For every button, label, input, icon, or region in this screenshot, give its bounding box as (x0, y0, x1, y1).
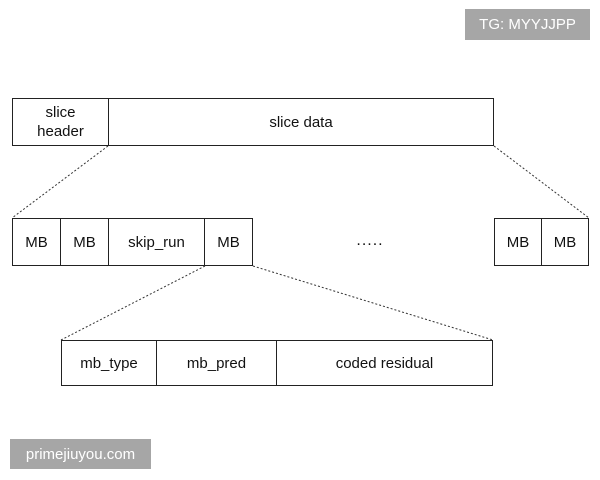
slice-header-box: slice header (12, 98, 109, 146)
mb-label: MB (25, 233, 48, 251)
mb-type-box: mb_type (61, 340, 157, 386)
mb-label: MB (217, 233, 240, 251)
slice-data-label: slice data (269, 113, 333, 131)
mb-box-4: MB (494, 218, 542, 266)
watermark-bottom: primejiuyou.com (10, 439, 151, 469)
coded-residual-box: coded residual (277, 340, 493, 386)
connector-slice-left (11, 145, 109, 219)
skip-run-box: skip_run (109, 218, 205, 266)
mb-box-3: MB (205, 218, 253, 266)
mb-label: MB (506, 233, 530, 251)
coded-residual-label: coded residual (335, 354, 434, 372)
mb-type-label: mb_type (80, 354, 138, 372)
mb-pred-label: mb_pred (186, 354, 247, 372)
slice-data-box: slice data (109, 98, 494, 146)
mb-box-5: MB (542, 218, 589, 266)
mb-label: MB (553, 233, 577, 251)
mb-pred-box: mb_pred (157, 340, 277, 386)
connector-slice-right (493, 145, 590, 219)
slice-header-label: slice header (37, 104, 84, 140)
connector-mb-left (60, 265, 206, 341)
mb-box-2: MB (61, 218, 109, 266)
mb-label: MB (73, 233, 96, 251)
skip-run-label: skip_run (128, 233, 185, 251)
ellipsis: ..... (356, 232, 384, 249)
connector-mb-right (252, 265, 494, 341)
watermark-top: TG: MYYJJPP (465, 9, 590, 40)
mb-box-1: MB (12, 218, 61, 266)
